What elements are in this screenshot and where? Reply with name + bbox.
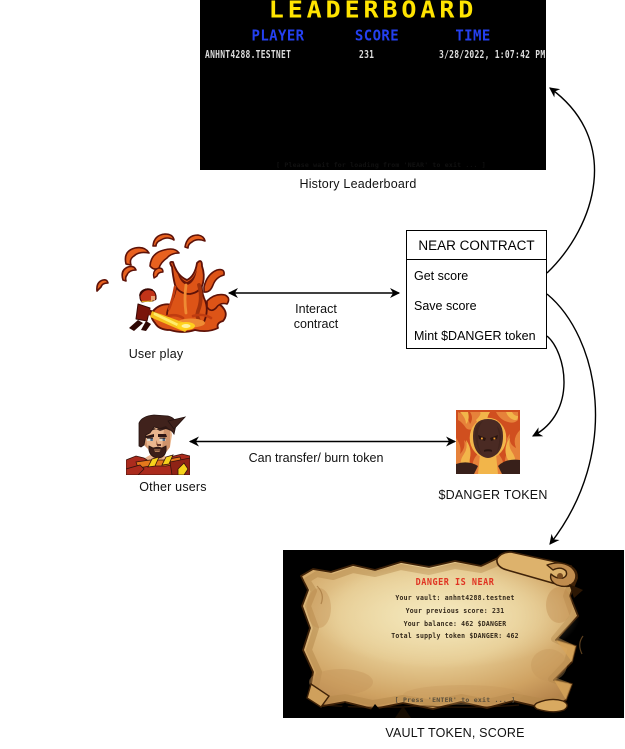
vault-screen: DANGER IS NEAR Your vault: anhnt4288.tes…	[283, 550, 624, 718]
danger-token-caption: $DANGER TOKEN	[438, 488, 548, 502]
vault-line: Your vault: anhnt4288.testnet	[395, 592, 515, 603]
parchment-graphic	[300, 551, 584, 718]
leaderboard-title: LEADERBOARD	[268, 0, 478, 23]
leaderboard-column-player: PLAYER	[251, 27, 305, 45]
leaderboard-screen: LEADERBOARD PLAYER SCORE TIME ANHNT4288.…	[200, 0, 546, 170]
contract-method-mint-token: Mint $DANGER token	[414, 329, 536, 343]
arrow-contract-vault	[546, 293, 597, 545]
vault-line: Your previous score: 231	[405, 605, 505, 616]
flame-curls	[96, 233, 206, 292]
other-users-caption: Other users	[139, 480, 207, 494]
near-contract-box: NEAR CONTRACT Get score Save score Mint …	[406, 230, 547, 349]
flame-crest	[169, 260, 205, 295]
vault-title: DANGER IS NEAR	[415, 576, 495, 589]
flame-beam	[150, 311, 195, 332]
vault-footer-hint: [ Press 'ENTER' to exit ... ]	[394, 696, 516, 704]
vault-caption: VAULT TOKEN, SCORE	[385, 726, 525, 740]
user-play-sprite	[96, 233, 230, 333]
arrow-contract-leaderboard	[546, 87, 596, 274]
contract-method-get-score: Get score	[414, 269, 469, 283]
leaderboard-row-time: 3/28/2022, 1:07:42 PM	[439, 48, 546, 61]
leaderboard-row-score: 231	[359, 48, 375, 61]
transfer-burn-label: Can transfer/ burn token	[248, 451, 384, 465]
leaderboard-column-score: SCORE	[354, 27, 400, 45]
leaderboard-column-time: TIME	[455, 27, 491, 45]
leaderboard-row-player: ANHNT4288.TESTNET	[205, 48, 292, 61]
leaderboard-caption: History Leaderboard	[299, 177, 417, 191]
danger-token-sprite	[456, 410, 520, 474]
parchment-roll	[496, 551, 583, 598]
arrow-contract-token	[532, 335, 565, 437]
vault-line: Your balance: 462 $DANGER	[403, 618, 507, 628]
near-contract-title: NEAR CONTRACT	[407, 231, 546, 260]
vault-line: Total supply token $DANGER: 462	[391, 630, 519, 641]
other-users-sprite	[126, 414, 190, 475]
user-play-caption: User play	[128, 347, 184, 361]
interact-contract-label: Interact contract	[293, 302, 339, 331]
contract-method-save-score: Save score	[414, 299, 477, 313]
leaderboard-footer-hint: [ Please wait for loading from 'NEAR' to…	[276, 161, 486, 169]
